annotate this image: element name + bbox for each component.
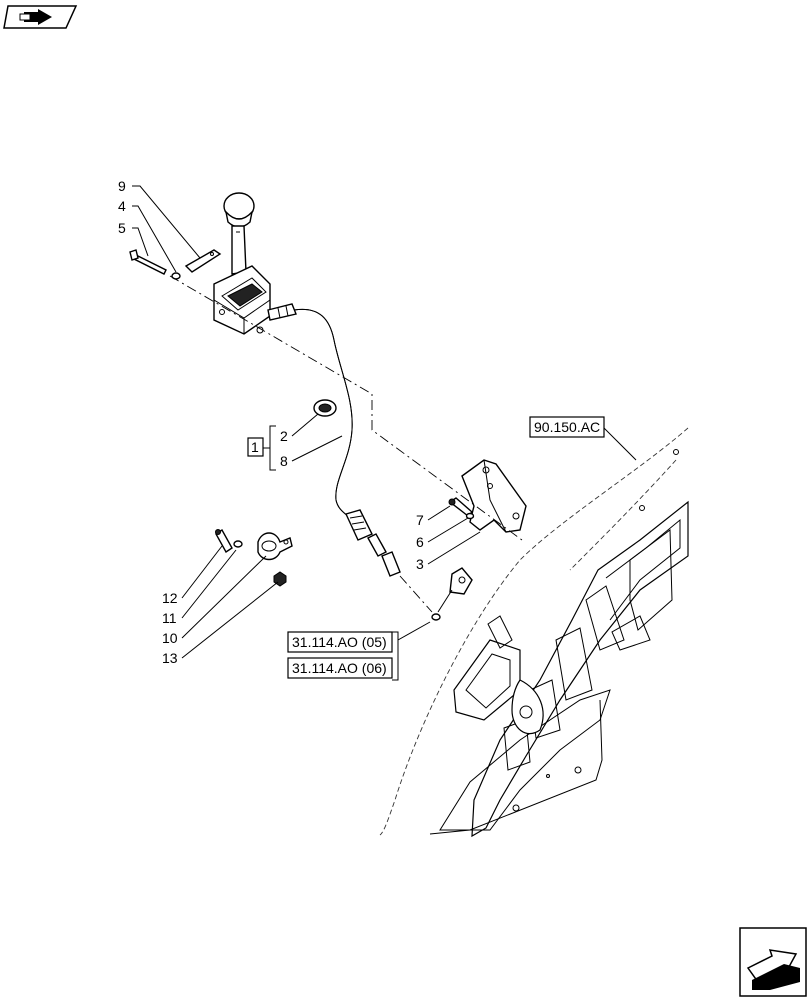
bolt-part-7 bbox=[448, 497, 474, 517]
reference-fender-label: 90.150.AC bbox=[534, 419, 600, 435]
callout-4: 4 bbox=[118, 198, 126, 214]
alignment-lines bbox=[169, 275, 523, 613]
callout-8: 8 bbox=[280, 453, 288, 469]
callout-5: 5 bbox=[118, 220, 126, 236]
bolt-part-12 bbox=[215, 528, 233, 554]
plate-part-9 bbox=[184, 249, 222, 273]
next-page-icon[interactable] bbox=[739, 927, 807, 997]
reference-link-a[interactable]: 31.114.AO (05) bbox=[287, 631, 393, 653]
fender-assembly bbox=[379, 427, 689, 838]
callout-2: 2 bbox=[280, 428, 288, 444]
washer-part-6 bbox=[465, 512, 475, 520]
clamp-part-10 bbox=[257, 532, 293, 561]
callout-7: 7 bbox=[416, 512, 424, 528]
reference-link-b[interactable]: 31.114.AO (06) bbox=[287, 657, 393, 679]
callout-3: 3 bbox=[416, 556, 424, 572]
washer-part-11 bbox=[233, 540, 243, 548]
kit-label-box[interactable]: 1 bbox=[247, 437, 264, 457]
callout-9: 9 bbox=[118, 178, 126, 194]
bolt-part-5 bbox=[129, 249, 167, 275]
leader-lines bbox=[132, 185, 637, 681]
reference-link-a-label: 31.114.AO (05) bbox=[292, 634, 387, 650]
callout-13: 13 bbox=[162, 650, 178, 666]
kit-label: 1 bbox=[251, 439, 259, 455]
reference-link-b-label: 31.114.AO (06) bbox=[292, 660, 387, 676]
callout-6: 6 bbox=[416, 534, 424, 550]
shift-lever bbox=[213, 192, 297, 335]
reference-fender[interactable]: 90.150.AC bbox=[529, 416, 605, 438]
callout-10: 10 bbox=[162, 630, 178, 646]
prev-page-icon[interactable] bbox=[3, 5, 78, 29]
linkage-part bbox=[431, 567, 473, 621]
bracket-part-3 bbox=[461, 459, 527, 533]
callout-11: 11 bbox=[162, 610, 177, 626]
grommet-part-2 bbox=[313, 399, 337, 417]
callout-12: 12 bbox=[162, 590, 178, 606]
cable-part-8 bbox=[293, 308, 401, 577]
